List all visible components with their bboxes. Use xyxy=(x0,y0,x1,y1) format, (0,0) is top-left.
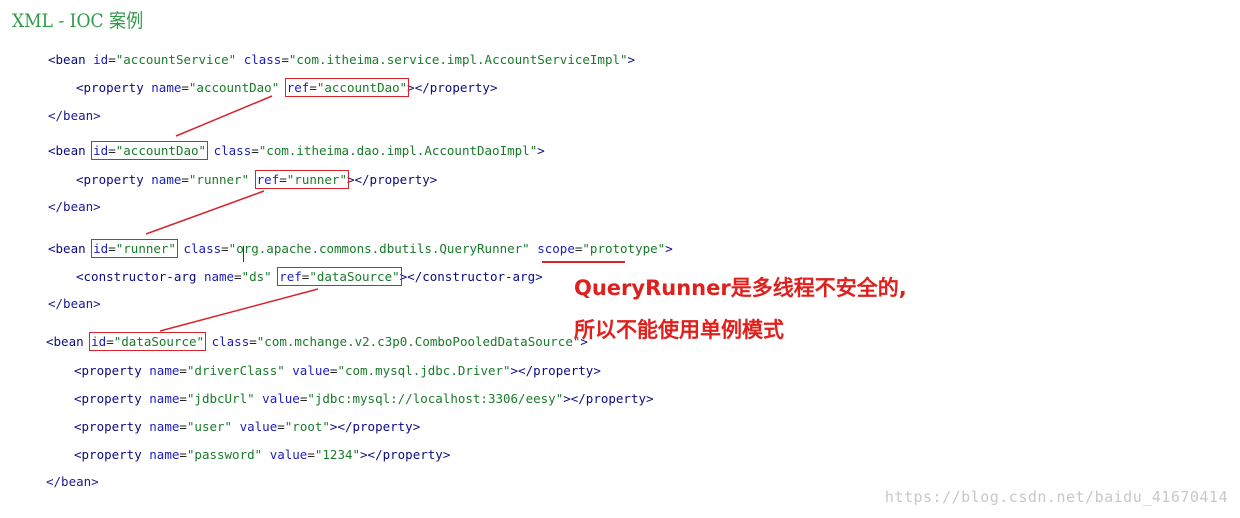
code-line-property-user: <property name="user" value="root"></pro… xyxy=(74,419,421,434)
ref-dataSource-highlight: ref="dataSource" xyxy=(277,267,402,286)
watermark: https://blog.csdn.net/baidu_41670414 xyxy=(884,488,1228,506)
note-line-1: QueryRunner是多线程不安全的, xyxy=(574,276,907,300)
code-line-bean-close: </bean> xyxy=(48,199,101,214)
text-cursor xyxy=(243,246,244,262)
code-line-property-driverClass: <property name="driverClass" value="com.… xyxy=(74,363,601,378)
connector-dataSource xyxy=(159,288,319,332)
ref-accountDao-highlight: ref="accountDao" xyxy=(284,78,410,97)
code-line-bean-close: </bean> xyxy=(48,296,101,311)
id-dataSource-highlight: id="dataSource" xyxy=(89,332,207,351)
id-runner-highlight: id="runner" xyxy=(91,239,178,258)
code-line-bean-runner: <bean id="runner" class="org.apache.comm… xyxy=(48,239,673,258)
code-line-property-password: <property name="password" value="1234"><… xyxy=(74,447,451,462)
code-line-property-jdbcUrl: <property name="jdbcUrl" value="jdbc:mys… xyxy=(74,391,654,406)
code-line-bean-close: </bean> xyxy=(48,108,101,123)
connector-accountDao xyxy=(175,95,273,137)
ref-runner-highlight: ref="runner" xyxy=(254,170,349,189)
note-line-2: 所以不能使用单例模式 xyxy=(574,318,784,342)
code-line-bean-accountDao: <bean id="accountDao" class="com.itheima… xyxy=(48,141,545,160)
code-line-property-accountDao: <property name="accountDao" ref="account… xyxy=(76,78,498,97)
page-title: XML - IOC 案例 xyxy=(12,10,144,32)
code-line-constructor-arg: <constructor-arg name="ds" ref="dataSour… xyxy=(76,267,543,286)
scope-prototype-value: "prototype" xyxy=(582,241,666,256)
code-line-bean-dataSource: <bean id="dataSource" class="com.mchange… xyxy=(46,332,588,351)
id-accountDao-highlight: id="accountDao" xyxy=(91,141,209,160)
connector-runner xyxy=(145,190,265,235)
code-line-bean-accountService: <bean id="accountService" class="com.ith… xyxy=(48,52,636,67)
code-line-property-runner: <property name="runner" ref="runner"></p… xyxy=(76,170,438,189)
code-line-bean-close: </bean> xyxy=(46,474,99,489)
